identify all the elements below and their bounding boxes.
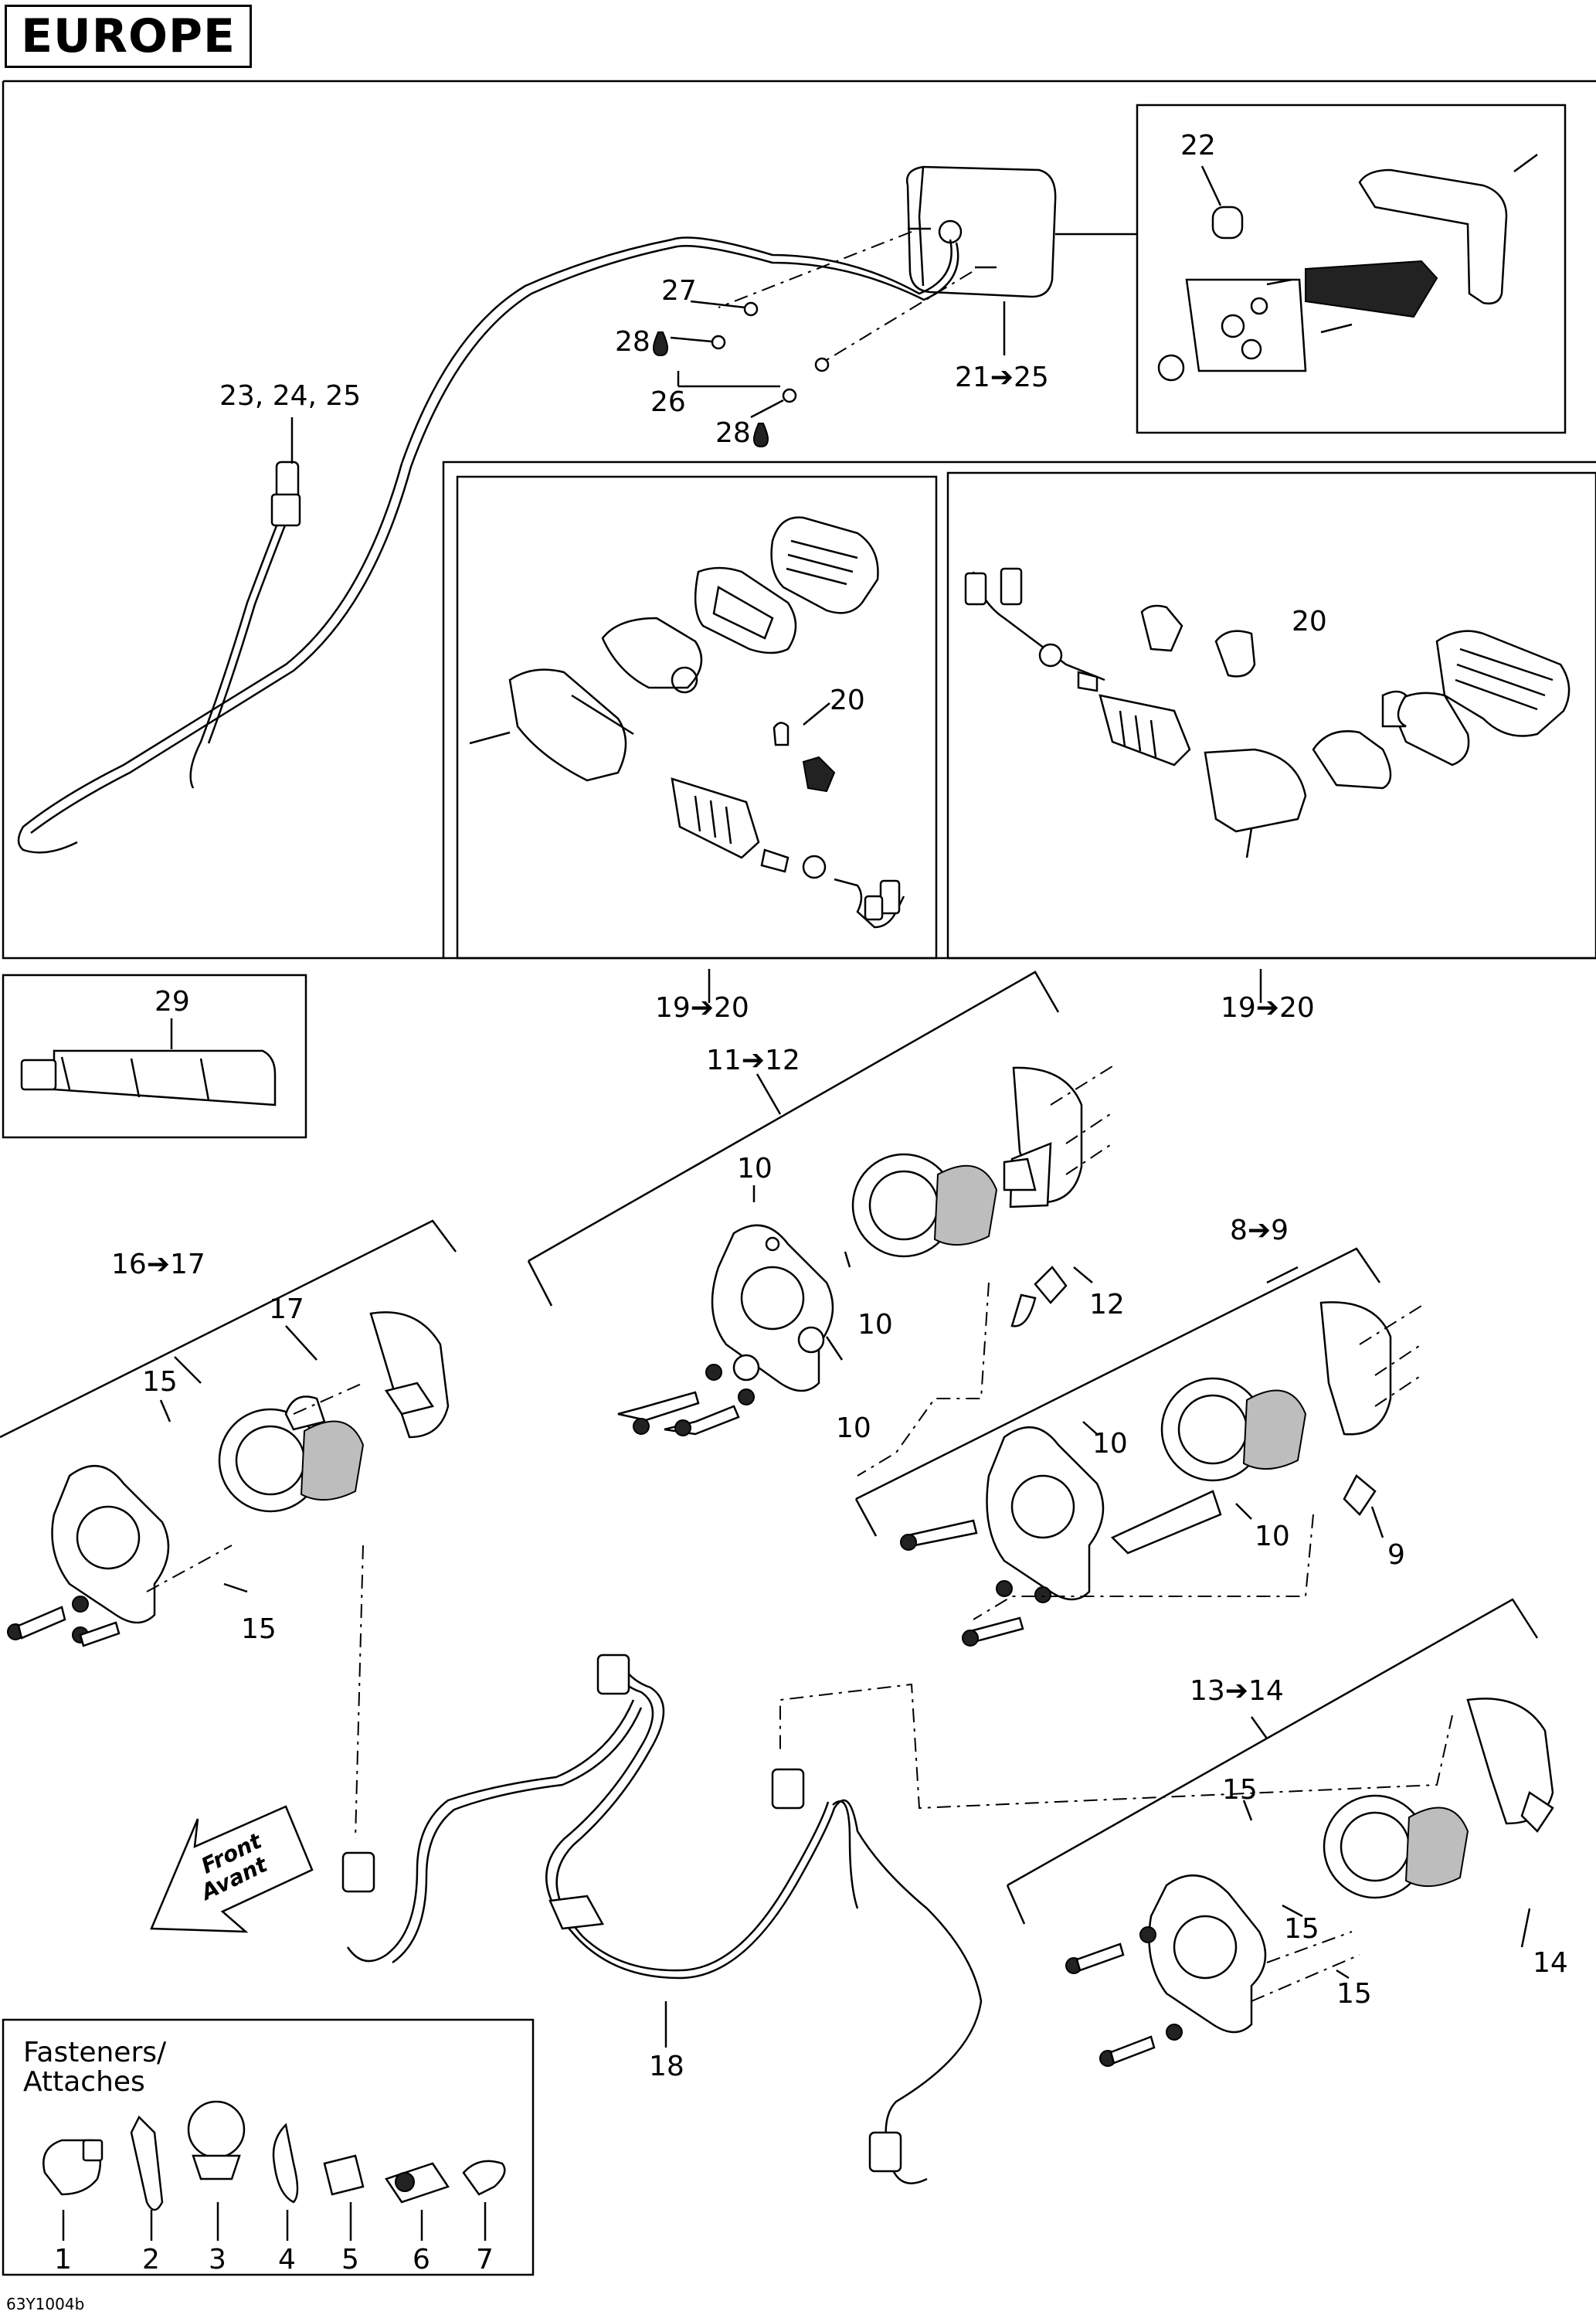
drop-icon-b [752,423,769,448]
sealant-tube-frame [2,974,307,1139]
fasteners-text: Fasteners/ Attaches 1 2 3 4 5 6 7 [23,2037,494,2276]
fastener-item-4: 4 [278,2244,296,2276]
callout-14: 14 [1533,1947,1568,1979]
headlight-13-14 [779,1683,1554,2067]
fastener-item-6: 6 [413,2244,430,2276]
wiring-harness-18 [341,1654,983,2184]
callout-11-12: 11➔12 [706,1045,800,1076]
callout-15-b: 15 [241,1613,277,1645]
callout-23-24-25: 23, 24, 25 [219,380,361,412]
drop-icon-a [652,331,669,357]
fastener-item-1: 1 [54,2244,72,2276]
taillight-detail-parts [1157,153,1538,382]
callout-28-a: 28 [615,326,650,358]
callout-16-17: 16➔17 [111,1249,205,1280]
group-brackets [0,969,1539,1925]
callout-18: 18 [649,2051,684,2082]
fastener-item-7: 7 [476,2244,494,2276]
fasteners-title-line1: Fasteners/ [23,2037,167,2068]
turn-signal-right-parts [964,567,1571,858]
callout-15-e: 15 [1336,1978,1372,2010]
callout-29: 29 [155,986,190,1018]
fasteners-title-line2: Attaches [23,2066,145,2098]
headlight-11-12 [617,1066,1113,1477]
callout-13-14: 13➔14 [1190,1675,1284,1707]
page-title: EUROPE [21,9,236,63]
callout-10-a: 10 [737,1153,773,1184]
callout-28-b: 28 [715,417,751,449]
turn-signal-left-parts [469,516,905,929]
callout-15-a: 15 [142,1366,178,1398]
callout-17: 17 [269,1293,304,1325]
headlight-16-17 [7,1311,450,1840]
callout-10-b: 10 [857,1309,893,1341]
front-arrow: Front Avant [150,1805,314,1933]
callout-10-e: 10 [1255,1521,1290,1552]
callout-21-25: 21➔25 [955,362,1049,393]
callout-12: 12 [1089,1289,1125,1320]
page-title-box: EUROPE [5,5,252,68]
callout-10-d: 10 [1092,1428,1128,1460]
callout-10-c: 10 [836,1412,871,1444]
callout-15-c: 15 [1222,1774,1258,1806]
callout-9: 9 [1387,1539,1405,1571]
drawing-reference-code: 63Y1004b [6,2295,85,2313]
sealant-tube [20,1018,277,1106]
callout-8-9: 8➔9 [1230,1215,1289,1246]
fastener-item-2: 2 [142,2244,160,2276]
callout-20-right: 20 [1292,606,1327,637]
callout-19-20-left: 19➔20 [655,992,749,1024]
fastener-item-5: 5 [341,2244,359,2276]
callout-22: 22 [1180,130,1216,161]
taillight-assembly [17,165,1137,854]
callout-27: 27 [661,275,697,307]
headlight-8-9 [900,1301,1422,1647]
callout-19-20-right: 19➔20 [1221,992,1315,1024]
callout-26: 26 [650,386,686,418]
callout-20-left: 20 [830,685,865,716]
fasteners-items [42,2100,506,2241]
callouts: 22 27 28 26 28 21➔25 23, 24, 25 20 20 19… [111,130,1568,2082]
taillight-detail-frame [1136,104,1567,434]
frames [2,80,1596,2276]
fastener-item-3: 3 [209,2244,226,2276]
callout-15-d: 15 [1284,1913,1319,1945]
fasteners-frame [2,2018,535,2276]
